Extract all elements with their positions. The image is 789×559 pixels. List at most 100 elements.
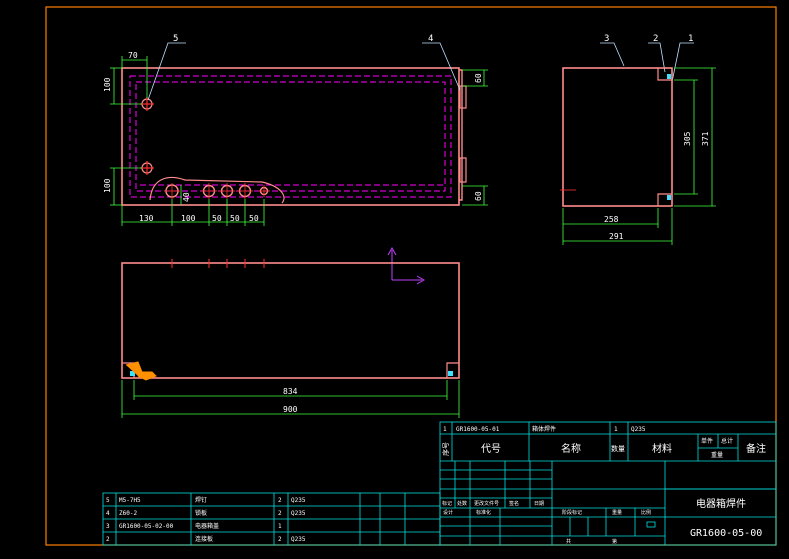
dim-305: 305 — [683, 131, 692, 146]
svg-text:GR1600-05-02-00: GR1600-05-02-00 — [119, 523, 174, 530]
top-view-dimension-texts: 70 100 100 60 60 40 130 100 50 50 50 — [103, 51, 483, 223]
leaders — [147, 42, 694, 101]
dim-100-top: 100 — [103, 77, 112, 92]
balloon-4: 4 — [428, 34, 433, 44]
top-view-flange-tab-bottom — [459, 157, 467, 183]
label-standardize: 标准化 — [476, 509, 491, 516]
front-view — [121, 259, 460, 381]
top-view-outline — [121, 67, 460, 206]
cable-entry-boss — [149, 176, 285, 204]
balloon-labels: 5 4 3 2 1 — [173, 34, 693, 44]
label-scale: 比例 — [641, 509, 651, 516]
cable-hole-centerlines — [164, 183, 270, 199]
weld-symbol — [125, 361, 157, 381]
label-count: 处数 — [457, 500, 467, 507]
drawing-title: 电器箱焊件 — [696, 497, 746, 510]
dim-291: 291 — [609, 232, 624, 241]
svg-text:2: 2 — [278, 510, 282, 517]
svg-text:2: 2 — [106, 536, 110, 543]
front-view-dimension-texts: 834 900 — [283, 387, 298, 414]
top-view-flange-tab-top — [459, 85, 467, 109]
svg-text:GR1600-05-01: GR1600-05-01 — [456, 426, 500, 433]
label-date: 日期 — [534, 501, 544, 507]
svg-text:Q235: Q235 — [291, 536, 306, 543]
dim-100: 100 — [181, 214, 196, 223]
drawing-number: GR1600-05-00 — [690, 528, 762, 539]
title-block-texts: 标记 处数 更改文件号 签名 日期 设计 标准化 阶段标记 重量 比例 共 第 … — [442, 497, 762, 545]
svg-text:1: 1 — [614, 426, 618, 433]
dim-130: 130 — [139, 214, 154, 223]
dim-100-bottom: 100 — [103, 178, 112, 193]
svg-text:5: 5 — [106, 497, 110, 504]
top-view — [121, 67, 467, 206]
side-view-dimension-texts: 258 291 305 371 — [604, 131, 710, 241]
svg-text:4: 4 — [106, 510, 110, 517]
label-sheet: 共 — [566, 538, 571, 545]
parts-list-texts: 1 GR1600-05-01 箱体焊件 1 Q235 序号 代号 名称 数量 材… — [441, 425, 766, 459]
dim-60-top: 60 — [474, 73, 483, 83]
svg-text:连接板: 连接板 — [195, 535, 213, 543]
top-view-right-flange — [459, 69, 463, 201]
header-remark: 备注 — [746, 442, 766, 455]
header-unit-weight: 单件 — [701, 437, 713, 445]
dim-40: 40 — [182, 192, 191, 202]
dim-50-a: 50 — [212, 214, 222, 223]
dim-834: 834 — [283, 387, 298, 396]
svg-text:箱体焊件: 箱体焊件 — [532, 425, 556, 433]
dim-50-b: 50 — [230, 214, 240, 223]
balloon-2: 2 — [653, 34, 658, 44]
title-block-grid — [440, 461, 776, 545]
svg-text:2: 2 — [278, 497, 282, 504]
balloon-5: 5 — [173, 34, 178, 44]
side-view-dimensions — [562, 67, 716, 245]
balloon-3: 3 — [604, 34, 609, 44]
svg-text:2: 2 — [278, 536, 282, 543]
label-designer: 设计 — [443, 509, 453, 516]
svg-text:锁板: 锁板 — [195, 509, 207, 517]
side-view-outline — [562, 67, 673, 207]
left-parts-table — [102, 492, 441, 546]
svg-text:Q235: Q235 — [291, 497, 306, 504]
label-stage-mark: 阶段标记 — [562, 509, 582, 516]
label-mark: 标记 — [442, 500, 452, 507]
svg-text:3: 3 — [106, 523, 110, 530]
stud-item-5 — [140, 97, 154, 175]
label-sheet-of: 第 — [612, 538, 617, 545]
header-code: 代号 — [481, 443, 501, 455]
svg-text:Q235: Q235 — [291, 510, 306, 517]
header-total-weight: 总计 — [721, 437, 733, 445]
label-signature: 签名 — [509, 500, 519, 507]
drawing-border-frame — [45, 6, 777, 546]
svg-text:1: 1 — [278, 523, 282, 530]
svg-text:1: 1 — [443, 426, 447, 433]
dim-371: 371 — [701, 131, 710, 146]
parts-list-header — [439, 421, 777, 546]
header-weight: 重量 — [711, 451, 723, 459]
header-seq: 序号 — [441, 442, 450, 456]
svg-text:M5-7H5: M5-7H5 — [119, 497, 141, 504]
balloon-1: 1 — [688, 34, 693, 44]
header-name: 名称 — [561, 442, 581, 455]
header-material: 材料 — [652, 442, 672, 455]
label-weight: 重量 — [612, 509, 622, 516]
top-view-hidden-outer — [129, 75, 452, 198]
top-view-dimensions — [110, 56, 488, 226]
header-qty: 数量 — [611, 444, 625, 453]
dim-50-c: 50 — [249, 214, 259, 223]
svg-text:Z60-2: Z60-2 — [119, 510, 137, 517]
front-view-outline — [121, 262, 460, 379]
label-change-doc: 更改文件号 — [474, 500, 499, 507]
dim-60-bottom: 60 — [474, 191, 483, 201]
front-view-dimensions — [121, 380, 460, 418]
svg-text:电器箱盖: 电器箱盖 — [195, 522, 219, 530]
dim-258: 258 — [604, 215, 619, 224]
ucs-icon — [387, 246, 426, 285]
dim-70: 70 — [128, 51, 138, 60]
svg-text:焊钉: 焊钉 — [195, 496, 207, 504]
top-view-hidden-inner — [135, 81, 446, 192]
svg-text:Q235: Q235 — [631, 426, 646, 433]
side-view — [560, 67, 673, 207]
dim-900: 900 — [283, 405, 298, 414]
